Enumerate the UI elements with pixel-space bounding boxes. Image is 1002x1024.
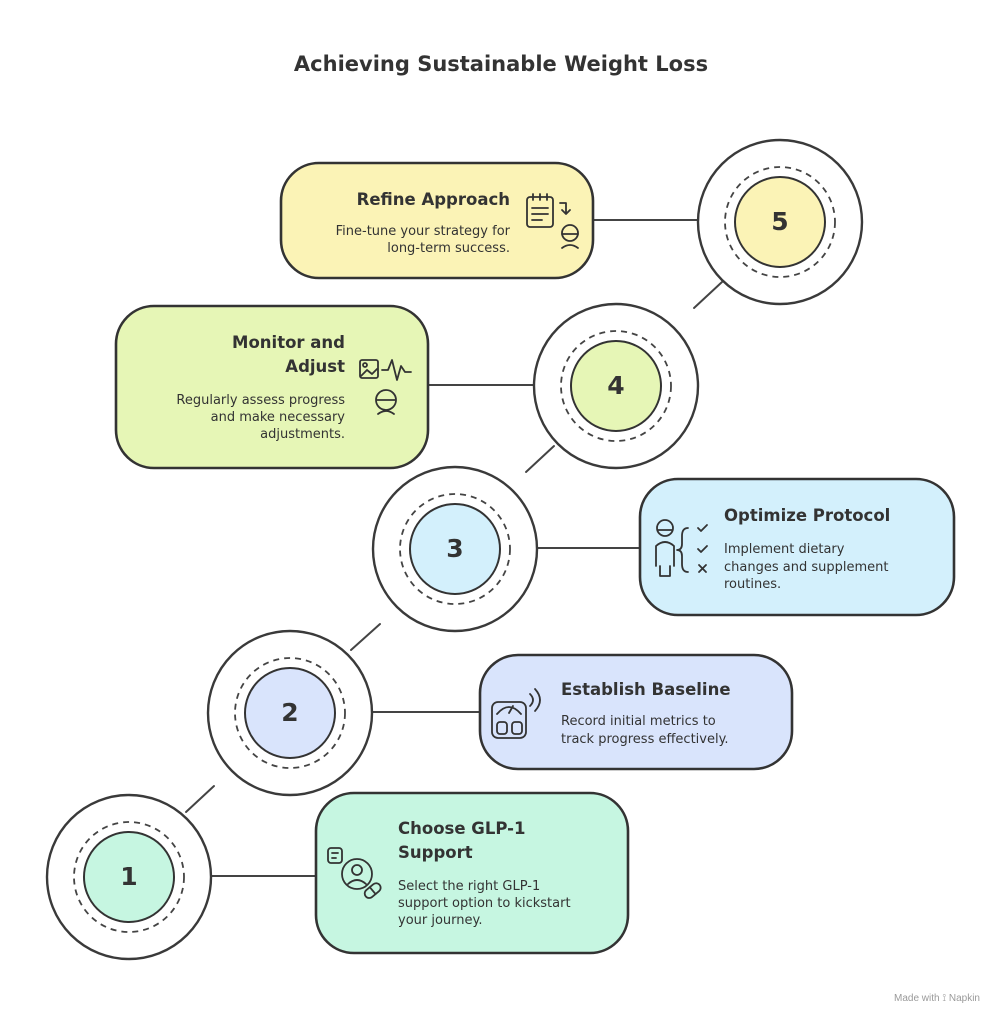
step-2 [206, 629, 794, 797]
step-3-desc-line3: routines. [724, 577, 782, 592]
connector-2-3 [350, 623, 381, 651]
step-2-ring-inner [244, 667, 336, 759]
person-checklist-icon [655, 519, 708, 577]
step-3-number: 3 [446, 534, 464, 563]
step-5-number: 5 [771, 207, 789, 236]
ring-connectors [185, 281, 723, 813]
step-5-desc-line2: long-term success. [387, 241, 510, 256]
step-1-desc-line2: support option to kickstart [398, 896, 571, 911]
step-2-ring-dashed [234, 657, 346, 769]
step-5-ring-inner [734, 176, 826, 268]
step-1 [45, 791, 630, 961]
step-4-desc-line2: and make necessary [210, 410, 345, 425]
step-1-ring-inner [83, 831, 175, 923]
step-1-desc-line1: Select the right GLP-1 [398, 879, 541, 894]
step-2-number: 2 [281, 698, 299, 727]
connector-1-2 [185, 785, 215, 813]
step-4-desc-line3: adjustments. [260, 427, 345, 442]
step-5-desc-line1: Fine-tune your strategy for [335, 224, 510, 239]
step-3-title: Optimize Protocol [724, 506, 891, 525]
step-4-title-line2: Adjust [285, 357, 345, 376]
step-4-ring-dashed [560, 330, 672, 442]
clipboard-person-icon [526, 193, 579, 249]
step-4-title-line1: Monitor and [232, 333, 345, 352]
step-4 [114, 302, 700, 470]
step-1-ring-dashed [73, 821, 185, 933]
step-3-ring-dashed [399, 493, 511, 605]
step-2-desc-line1: Record initial metrics to [561, 714, 716, 729]
step-1-title-line2: Support [398, 843, 473, 862]
step-4-card [114, 304, 430, 470]
step-3-ring-inner [409, 503, 501, 595]
step-1-desc-line3: your journey. [398, 913, 483, 928]
step-1-number: 1 [120, 862, 138, 891]
step-1-title-line1: Choose GLP-1 [398, 819, 526, 838]
step-3-desc-line1: Implement dietary [724, 542, 845, 557]
step-4-ring-inner [570, 340, 662, 432]
step-2-desc-line2: track progress effectively. [561, 732, 729, 747]
connector-4-5 [693, 281, 723, 309]
step-3-card [638, 477, 956, 617]
step-5-card [279, 161, 595, 280]
diagram-title: Achieving Sustainable Weight Loss [293, 52, 709, 76]
step-4-number: 4 [607, 371, 625, 400]
made-with-text: Made with [893, 993, 940, 1004]
connector-3-4 [525, 445, 555, 473]
step-3 [371, 465, 956, 633]
step-5-title: Refine Approach [356, 190, 510, 209]
chart-person-icon [359, 359, 412, 415]
person-pill-icon [327, 847, 382, 899]
step-5 [279, 138, 864, 306]
step-2-card [478, 653, 794, 771]
step-1-card [314, 791, 630, 955]
step-2-title: Establish Baseline [561, 680, 731, 699]
step-4-desc-line1: Regularly assess progress [176, 393, 345, 408]
smart-scale-icon [491, 688, 541, 739]
napkin-attribution: Made with ⟟ Napkin [894, 993, 980, 1004]
step-5-ring-dashed [724, 166, 836, 278]
napkin-logo-icon: ⟟ [942, 993, 947, 1004]
step-3-desc-line2: changes and supplement [724, 560, 889, 575]
napkin-brand-text: Napkin [948, 993, 980, 1004]
